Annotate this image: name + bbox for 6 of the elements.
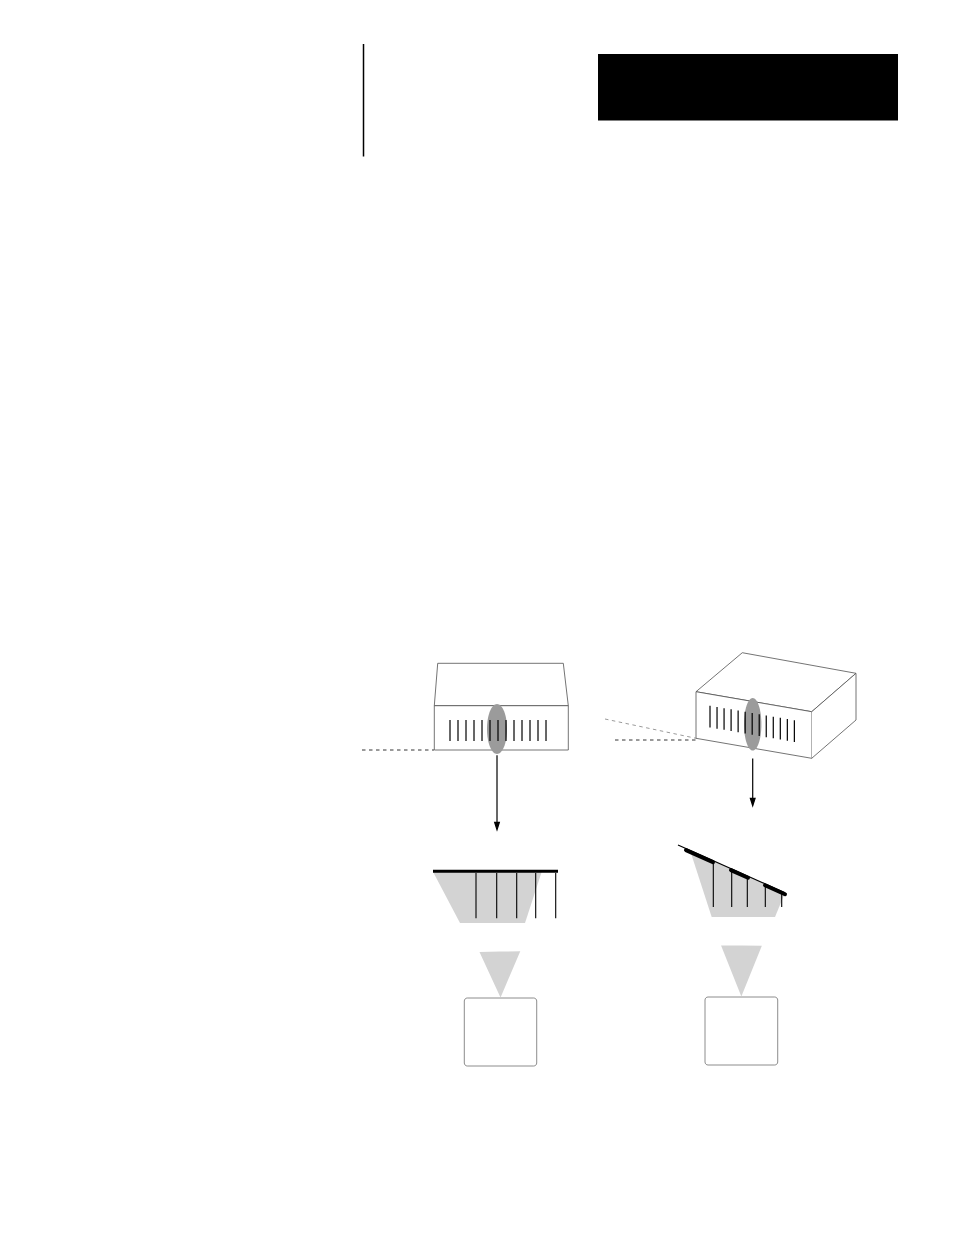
rounded-box <box>463 997 538 1067</box>
module-drawing <box>433 662 569 754</box>
scan-profile-drawing <box>433 869 558 923</box>
rounded-box <box>704 996 779 1066</box>
module-drawing <box>695 652 857 759</box>
scan-profile-drawing <box>677 844 787 917</box>
